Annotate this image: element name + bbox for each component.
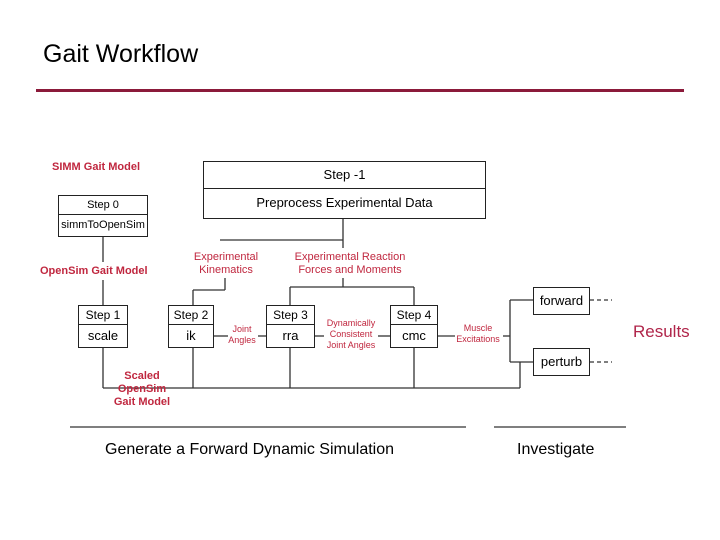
- joint-angles-line-1: Joint: [232, 324, 252, 334]
- forward-box: forward: [533, 287, 590, 315]
- scaled-line-3: Gait Model: [113, 396, 171, 408]
- scaled-line-1: Scaled: [124, 370, 160, 382]
- step4-box: Step 4 cmc: [390, 305, 438, 348]
- step2-label: Step 2: [169, 306, 213, 325]
- slide-title: Gait Workflow: [43, 40, 199, 68]
- step4-label: Step 4: [391, 306, 437, 325]
- step2-tool: ik: [186, 328, 196, 343]
- exp-kin-line-1: Experimental: [193, 251, 259, 263]
- scaled-model-label: Scaled OpenSim Gait Model: [112, 370, 172, 409]
- dyn-line-2: Consistent: [329, 329, 373, 339]
- step0-tool: simmToOpenSim: [61, 219, 145, 231]
- step4-tool: cmc: [402, 328, 426, 343]
- title-divider: [36, 89, 684, 92]
- dyn-line-1: Dynamically: [326, 318, 376, 328]
- exp-kinematics-label: Experimental Kinematics: [188, 251, 264, 277]
- muscle-line-1: Muscle: [463, 323, 493, 333]
- step1-label: Step 1: [79, 306, 127, 325]
- preprocess-step-label: Step -1: [204, 162, 485, 189]
- preprocess-box: Step -1 Preprocess Experimental Data: [203, 161, 486, 219]
- results-label: Results: [633, 322, 690, 341]
- step0-label: Step 0: [59, 196, 147, 215]
- step1-box: Step 1 scale: [78, 305, 128, 348]
- step2-box: Step 2 ik: [168, 305, 214, 348]
- perturb-box: perturb: [533, 348, 590, 376]
- dyn-line-3: Joint Angles: [326, 340, 376, 350]
- step0-box: Step 0 simmToOpenSim: [58, 195, 148, 237]
- exp-force-line-2: Forces and Moments: [298, 264, 402, 276]
- dynamically-consistent-label: Dynamically Consistent Joint Angles: [322, 318, 380, 351]
- joint-angles-label: Joint Angles: [226, 324, 258, 346]
- simm-model-label: SIMM Gait Model: [52, 161, 140, 173]
- step1-tool: scale: [87, 328, 119, 343]
- exp-forces-label: Experimental Reaction Forces and Moments: [285, 251, 415, 277]
- muscle-line-2: Excitations: [456, 334, 500, 344]
- step3-box: Step 3 rra: [266, 305, 315, 348]
- opensim-model-label: OpenSim Gait Model: [40, 265, 148, 277]
- preprocess-description: Preprocess Experimental Data: [256, 195, 433, 210]
- exp-kin-line-2: Kinematics: [199, 264, 253, 276]
- joint-angles-line-2: Angles: [228, 335, 256, 345]
- step3-label: Step 3: [267, 306, 314, 325]
- step3-tool: rra: [282, 328, 299, 343]
- muscle-excitations-label: Muscle Excitations: [452, 323, 504, 345]
- scaled-line-2: OpenSim: [117, 383, 167, 395]
- exp-force-line-1: Experimental Reaction: [294, 251, 406, 263]
- simulate-footer: Generate a Forward Dynamic Simulation: [105, 441, 395, 458]
- investigate-footer: Investigate: [517, 441, 595, 458]
